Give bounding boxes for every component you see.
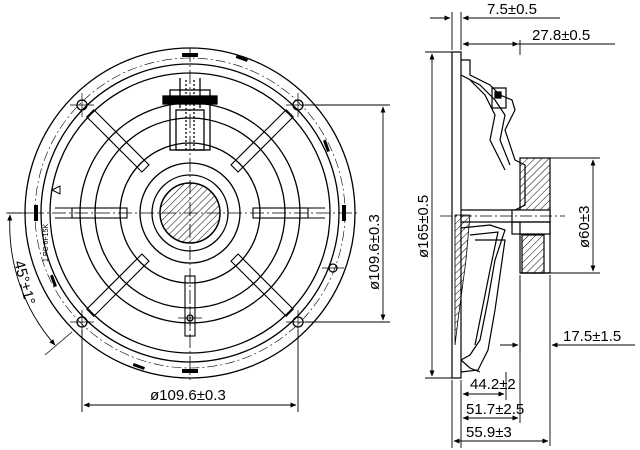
dim-depth-2: 51.7±2.5 (466, 401, 524, 418)
magnet-ring-inner (151, 174, 229, 252)
front-view (6, 47, 360, 380)
dim-depth-3: 55.9±3 (466, 424, 512, 441)
frame-inner-rim (40, 63, 340, 363)
dim-magnet-diameter: ø60±3 (576, 206, 593, 248)
dim-flange-thickness: 7.5±0.5 (487, 1, 537, 18)
triangle-mark-icon (50, 185, 61, 195)
pole-piece (159, 182, 221, 244)
dim-depth-1: 44.2±2 (470, 376, 516, 393)
side-top-dimensions (430, 12, 615, 55)
dim-magnet-height: 17.5±1.5 (563, 328, 621, 345)
angle-dimension-arc (7, 214, 56, 346)
terminal-block (162, 78, 218, 151)
bottom-depth-dimensions (451, 280, 551, 448)
dim-top-depth: 27.8±0.5 (532, 27, 590, 44)
front-vertical-dimension (305, 104, 390, 323)
mounting-holes (70, 93, 344, 334)
outer-diameter-dimension (425, 51, 452, 379)
dim-bolt-circle-horizontal: ø109.6±0.3 (150, 387, 226, 404)
cross-bars (55, 207, 325, 219)
dim-outer-diameter: ø165±0.5 (415, 195, 432, 258)
side-view (440, 51, 565, 379)
magnet-diameter-dimension (550, 157, 600, 274)
front-horizontal-dimension (81, 330, 299, 412)
stamp-text: 1 PC 6F15K (43, 224, 50, 262)
frame-rim-edge (49, 72, 331, 354)
magnet-ring-outer (139, 162, 241, 264)
basket-top (461, 59, 526, 211)
cone-inner-ring (119, 142, 261, 284)
dim-bolt-circle-vertical: ø109.6±0.3 (366, 214, 383, 290)
